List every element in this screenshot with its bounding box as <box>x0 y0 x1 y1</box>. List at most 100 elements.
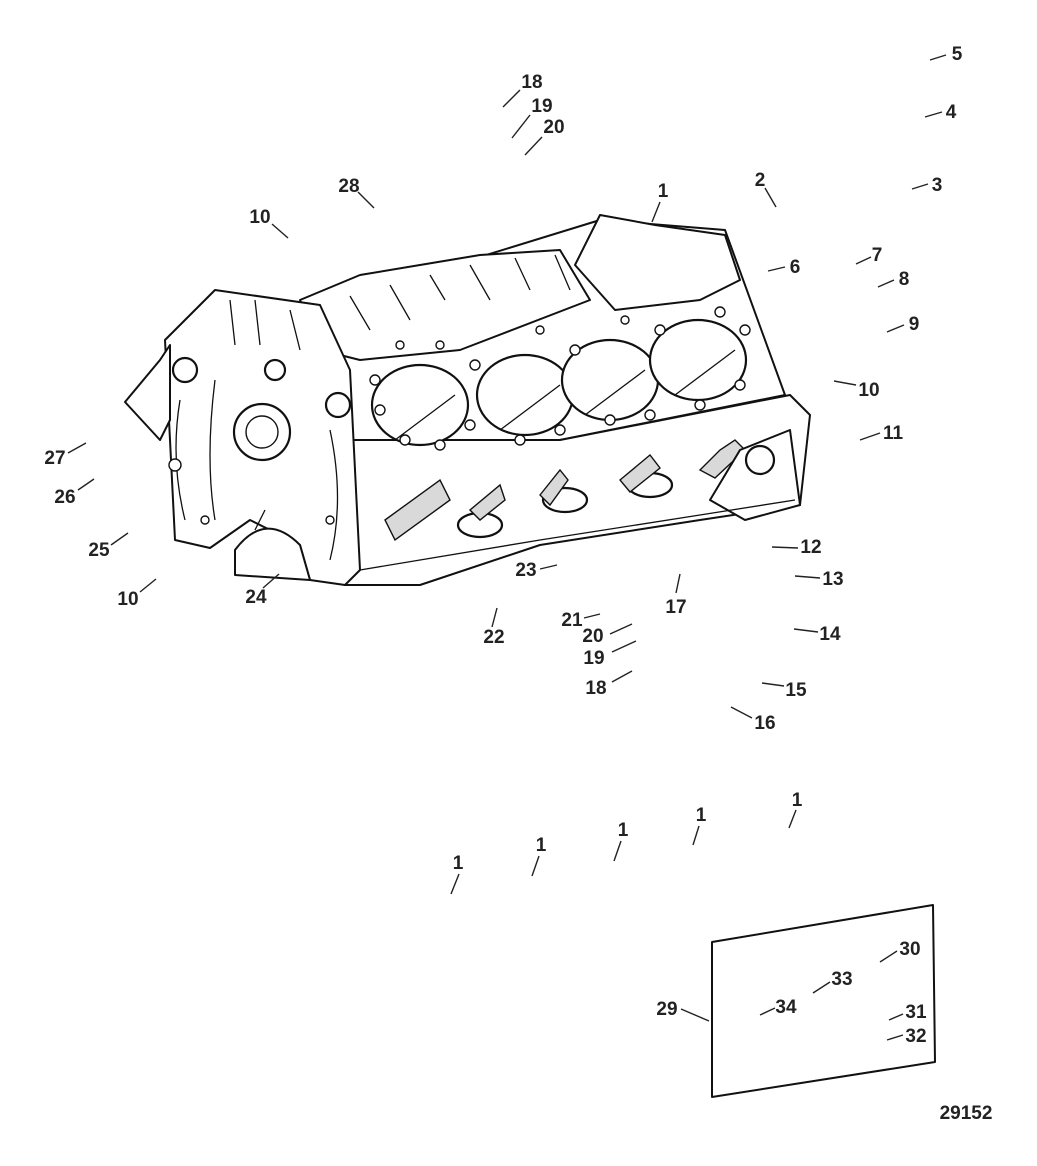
leader-line <box>583 613 601 619</box>
engine-block-outline <box>604 414 616 426</box>
callout-18b: 18 <box>585 678 606 699</box>
callout-31: 31 <box>905 1002 927 1023</box>
engine-block-outline <box>569 344 581 356</box>
callout-21: 21 <box>561 610 583 631</box>
callout-26: 26 <box>54 487 75 508</box>
callout-18a: 18 <box>521 72 542 93</box>
leader-line <box>524 136 543 156</box>
leader-line <box>793 628 819 633</box>
callout-1d: 1 <box>618 820 629 841</box>
leader-line <box>886 1034 904 1041</box>
leader-line <box>531 855 540 877</box>
engine-block-outline <box>394 349 736 441</box>
engine-block-outline <box>644 409 656 421</box>
engine-block-outline <box>370 363 470 447</box>
callout-8: 8 <box>899 269 910 290</box>
leader-line <box>502 89 521 108</box>
callout-34: 34 <box>775 997 797 1018</box>
leader-line <box>539 564 558 570</box>
callout-14: 14 <box>819 624 841 645</box>
engine-block-outline <box>739 324 751 336</box>
leader-line <box>139 578 157 593</box>
engine-block-outline <box>434 439 446 451</box>
leader-line <box>761 682 785 687</box>
leader-line <box>675 573 681 594</box>
engine-block-outline <box>535 325 545 335</box>
leader-line <box>911 183 929 190</box>
callout-24: 24 <box>245 587 267 608</box>
engine-block-outline <box>254 509 266 531</box>
callout-33: 33 <box>831 969 852 990</box>
engine-block-outline <box>263 358 287 382</box>
callout-10b: 10 <box>858 380 879 401</box>
leader-line <box>271 223 289 239</box>
callout-32: 32 <box>905 1026 926 1047</box>
engine-block-outline <box>374 404 386 416</box>
callout-3: 3 <box>932 175 943 196</box>
callout-9: 9 <box>909 314 920 335</box>
callout-16: 16 <box>754 713 775 734</box>
leader-line <box>855 256 872 265</box>
callout-30: 30 <box>899 939 920 960</box>
callout-10a: 10 <box>249 207 270 228</box>
engine-block-outline <box>475 353 575 437</box>
leader-line <box>609 623 633 635</box>
engine-block-outline <box>734 379 746 391</box>
leader-line <box>812 981 831 994</box>
leader-line <box>833 380 857 386</box>
engine-block-outline <box>229 299 301 351</box>
engine-block-outline <box>468 483 506 521</box>
callout-23: 23 <box>515 560 536 581</box>
callout-1e: 1 <box>696 805 707 826</box>
engine-block-outline <box>168 458 182 472</box>
engine-block-outline <box>399 434 411 446</box>
engine-block-outline <box>200 515 210 525</box>
engine-block-outline <box>124 344 171 441</box>
engine-block-outline <box>514 434 526 446</box>
leader-line <box>680 1008 710 1022</box>
engine-block-outline <box>714 306 726 318</box>
engine-block-outline <box>554 424 566 436</box>
engine-block-outline <box>395 340 405 350</box>
callout-6: 6 <box>790 257 801 278</box>
engine-block-outline <box>574 214 741 311</box>
engine-block-outline <box>744 444 776 476</box>
engine-block-outline <box>709 429 801 521</box>
leader-line <box>929 54 947 61</box>
callout-5: 5 <box>952 44 963 65</box>
leader-line <box>764 187 777 208</box>
callout-13: 13 <box>822 569 843 590</box>
engine-block-outline <box>698 439 747 479</box>
callout-29: 29 <box>656 999 677 1020</box>
leader-line <box>611 670 633 683</box>
callout-10c: 10 <box>117 589 138 610</box>
leader-line <box>767 266 786 272</box>
engine-block-outline <box>619 453 661 493</box>
leader-line <box>888 1013 904 1021</box>
engine-block-outline <box>234 527 311 581</box>
callout-11: 11 <box>883 423 904 444</box>
parts-card-outline <box>711 904 936 1098</box>
callout-25: 25 <box>88 540 110 561</box>
callout-labels: 1 2 3 4 5 6 7 8 9 10 10 10 11 <box>44 44 962 1047</box>
engine-block-outline <box>384 478 451 542</box>
engine-block-outline <box>464 419 476 431</box>
leader-line <box>788 809 797 829</box>
leader-line <box>692 825 700 846</box>
leader-line <box>77 478 95 491</box>
leader-line <box>859 432 881 441</box>
engine-block-illustration <box>124 214 811 586</box>
callout-1f: 1 <box>792 790 803 811</box>
leader-line <box>759 1007 776 1016</box>
leader-line <box>794 575 821 579</box>
callout-19a: 19 <box>531 96 552 117</box>
leader-line <box>730 706 753 719</box>
callout-1c: 1 <box>536 835 547 856</box>
engine-block-outline <box>349 254 571 331</box>
leader-line <box>67 442 87 454</box>
leader-line <box>357 191 375 209</box>
callout-15: 15 <box>785 680 807 701</box>
leader-line <box>613 840 622 862</box>
engine-block-outline <box>469 359 481 371</box>
